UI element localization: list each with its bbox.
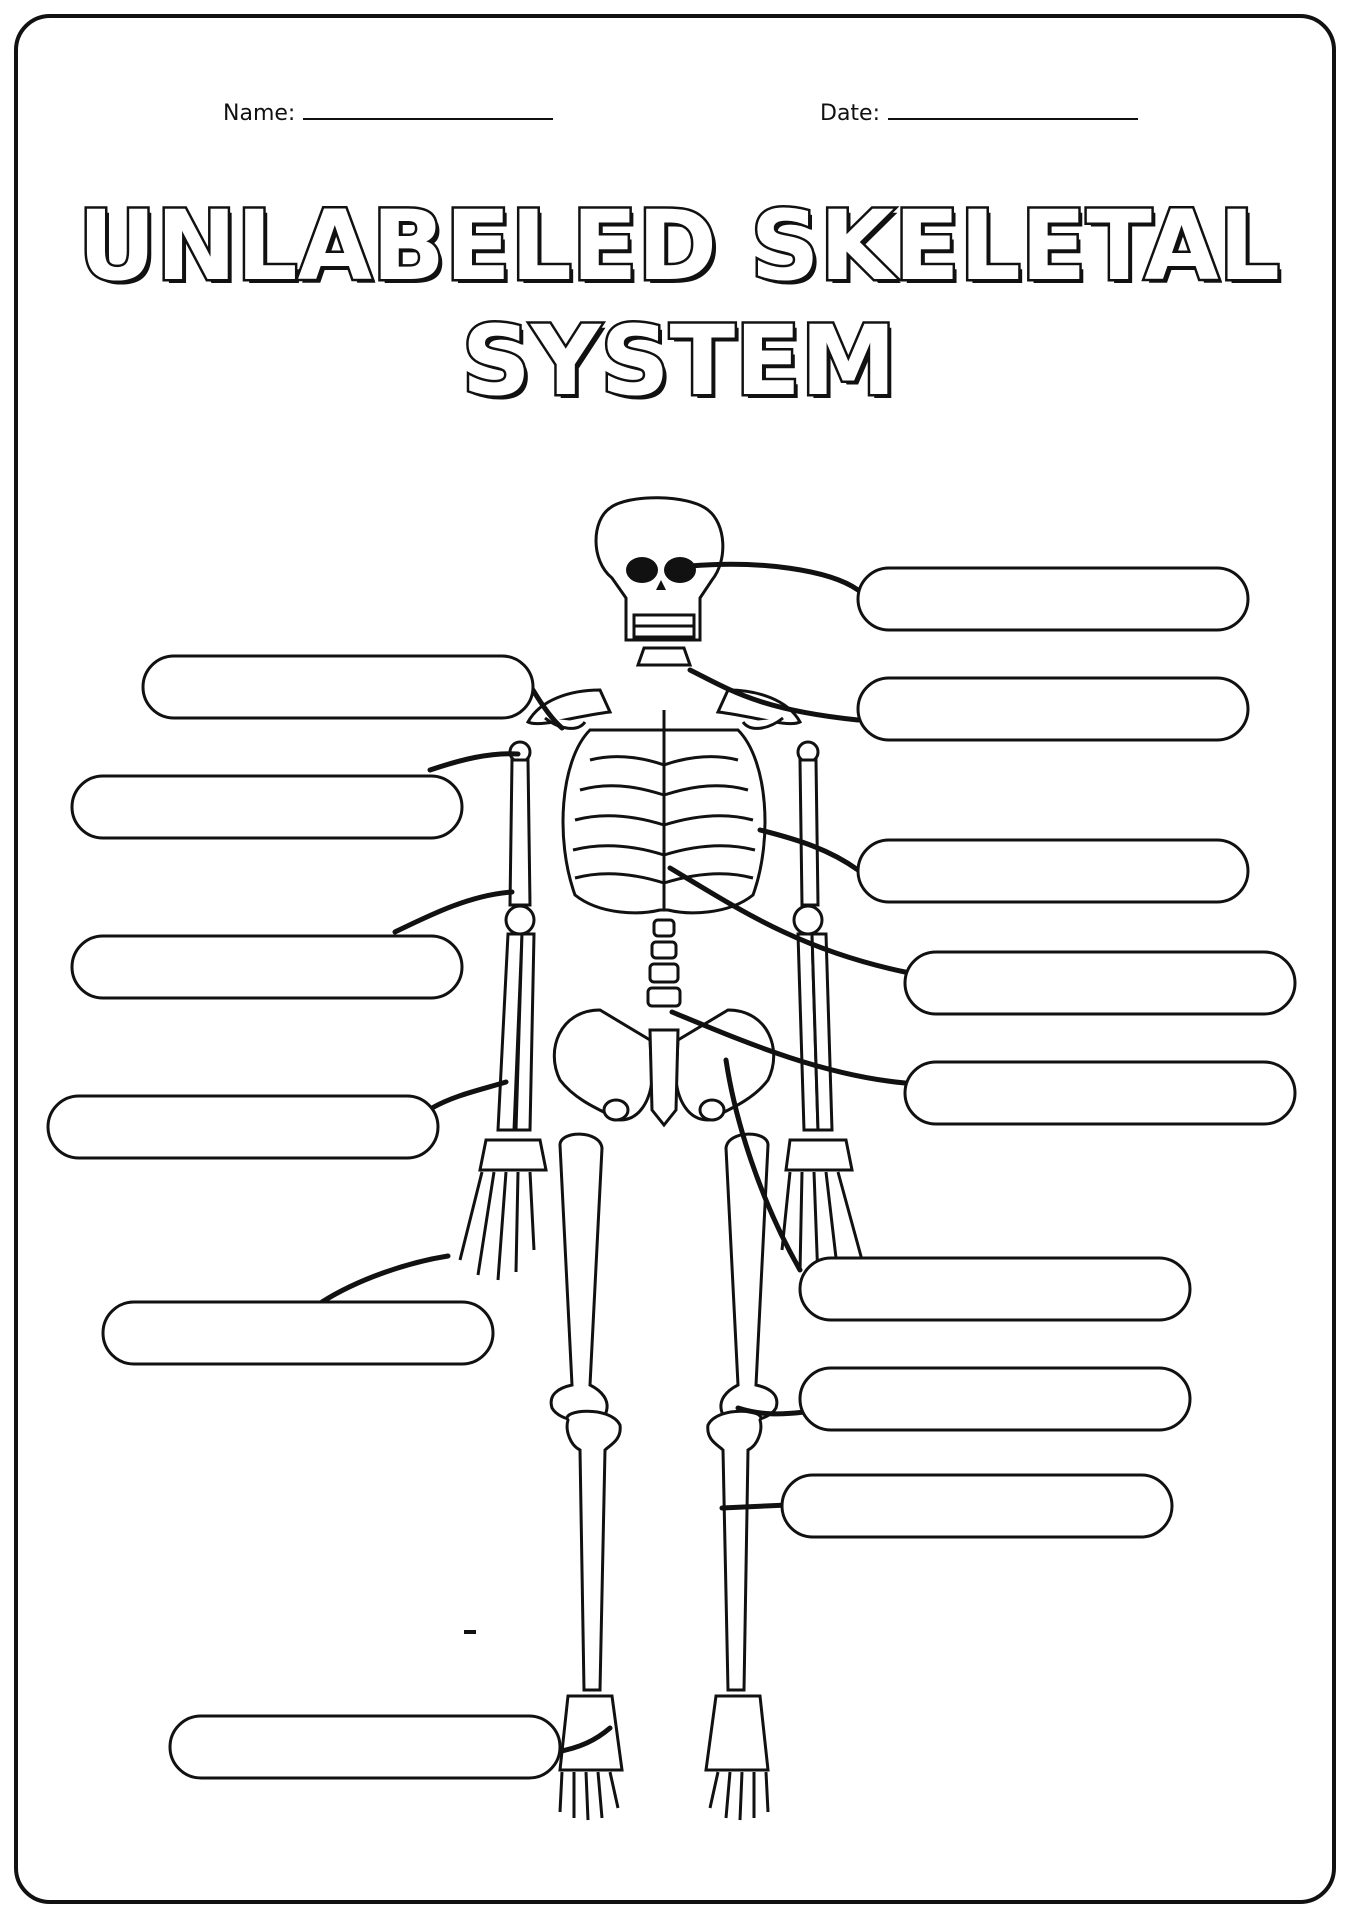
label-box-hand[interactable]: [101, 1300, 495, 1366]
label-box-sternum[interactable]: [903, 950, 1297, 1016]
page-title-line-1: UNLABELED SKELETAL: [76, 188, 1283, 305]
leader-clavicle-left: [530, 687, 565, 731]
label-box-clavicle-right[interactable]: [856, 676, 1250, 742]
leg-left: [549, 1132, 624, 1821]
leader-tibia: [719, 1502, 791, 1511]
leader-patella: [735, 1405, 807, 1417]
label-box-humerus-lower[interactable]: [70, 934, 464, 1000]
label-box-ribs[interactable]: [856, 838, 1250, 904]
leader-skull: [687, 561, 861, 593]
label-box-pelvis[interactable]: [798, 1256, 1192, 1322]
leader-hand: [319, 1253, 451, 1305]
label-box-humerus-upper[interactable]: [70, 774, 464, 840]
leader-pelvis-right: [723, 1057, 803, 1273]
date-label: Date:: [820, 101, 880, 126]
pelvis: [552, 1008, 776, 1128]
leader-ribs-right: [757, 827, 861, 873]
name-label: Name:: [223, 101, 296, 126]
label-box-tibia[interactable]: [780, 1473, 1174, 1539]
leader-foot: [553, 1725, 613, 1755]
arm-right: [780, 740, 864, 1281]
name-field[interactable]: Name:: [223, 100, 554, 126]
leader-sternum: [667, 865, 908, 975]
leader-humerus-upper: [427, 751, 521, 773]
label-box-patella[interactable]: [798, 1366, 1192, 1432]
leader-lines: [319, 561, 908, 1755]
skull: [594, 496, 725, 667]
date-field[interactable]: Date:: [820, 100, 1138, 126]
leader-spine: [669, 1009, 908, 1086]
stray-mark: [464, 1630, 476, 1634]
label-box-clavicle-left[interactable]: [141, 654, 535, 720]
ribcage: [561, 710, 767, 915]
date-blank-line[interactable]: [888, 100, 1138, 120]
leg-right: [704, 1132, 779, 1821]
label-box-radius[interactable]: [46, 1094, 440, 1160]
spine: [646, 918, 682, 1008]
label-boxes: [46, 566, 1297, 1780]
name-blank-line[interactable]: [303, 100, 554, 120]
leader-humerus-lower: [392, 889, 515, 935]
leader-radius: [429, 1079, 509, 1111]
leader-clavicle-right: [687, 667, 861, 723]
arm-left: [458, 740, 548, 1281]
label-box-skull[interactable]: [856, 566, 1250, 632]
label-box-spine[interactable]: [903, 1060, 1297, 1126]
page-title-line-2: SYSTEM: [459, 303, 898, 420]
label-box-foot[interactable]: [168, 1714, 562, 1780]
